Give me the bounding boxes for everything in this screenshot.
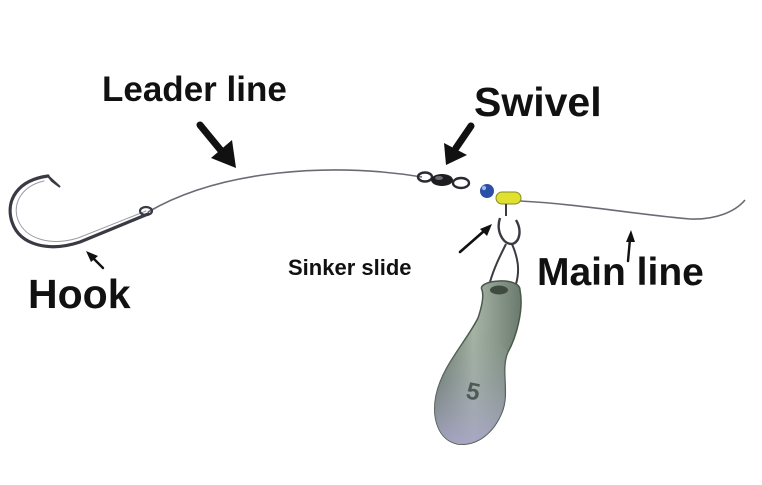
leader-line-arrow bbox=[196, 121, 236, 168]
swivel-arrow bbox=[444, 122, 475, 165]
main-line-arrow bbox=[626, 230, 635, 263]
sinker-weight-number: 5 bbox=[464, 377, 483, 406]
leader-line-label: Leader line bbox=[102, 70, 287, 109]
hook bbox=[8, 174, 154, 249]
leader-line bbox=[147, 169, 423, 213]
hook-label: Hook bbox=[28, 271, 131, 317]
hook-arrow bbox=[86, 251, 105, 270]
sinker-slide bbox=[480, 184, 522, 285]
swivel bbox=[416, 171, 471, 190]
sinker-slide-label: Sinker slide bbox=[288, 255, 412, 280]
swivel-label: Swivel bbox=[474, 79, 602, 125]
main-line-label: Main line bbox=[537, 251, 704, 294]
sinker: 5 bbox=[434, 280, 522, 445]
sinker-slide-arrow bbox=[458, 224, 492, 254]
main-line bbox=[519, 199, 746, 220]
